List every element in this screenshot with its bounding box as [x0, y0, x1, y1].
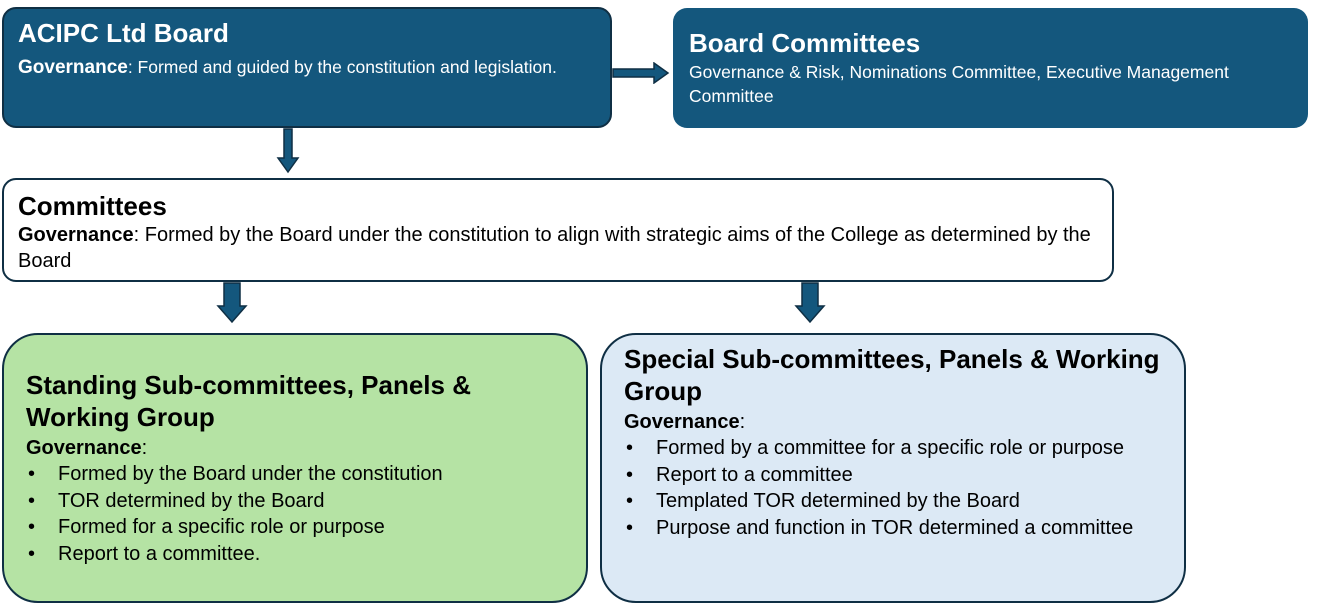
- special-title: Special Sub-committees, Panels & Working…: [624, 344, 1160, 406]
- board-gov-label: Governance: [18, 57, 128, 78]
- arrow-down-icon: [276, 128, 300, 174]
- board-box: ACIPC Ltd Board Governance: Formed and g…: [2, 7, 612, 128]
- board-gov-text: : Formed and guided by the constitution …: [127, 57, 557, 77]
- list-item-text: Report to a committee.: [58, 542, 261, 565]
- list-item-text: Formed for a specific role or purpose: [58, 516, 385, 538]
- bullet-icon: •: [626, 516, 634, 539]
- board-governance: Governance: Formed and guided by the con…: [18, 49, 596, 86]
- list-item-text: Formed by the Board under the constituti…: [58, 463, 443, 485]
- special-list: • Formed by a committee for a specific ro…: [624, 435, 1162, 541]
- list-item-text: TOR determined by the Board: [58, 489, 325, 512]
- bullet-icon: •: [626, 437, 634, 459]
- bullet-icon: •: [626, 463, 634, 486]
- list-item: • Report to a committee: [624, 462, 1162, 489]
- list-item-text: Templated TOR determined by the Board: [656, 490, 1020, 512]
- board-committees-box: Board Committees Governance & Risk, Nomi…: [673, 8, 1308, 128]
- list-item-text: Formed by a committee for a specific rol…: [656, 437, 1124, 459]
- list-item: • Report to a committee.: [26, 541, 564, 568]
- list-item-text: Report to a committee: [656, 463, 853, 486]
- standing-list: • Formed by the Board under the constitut…: [26, 461, 564, 567]
- special-gov-suffix: :: [739, 411, 746, 433]
- committees-gov-text: : Formed by the Board under the constitu…: [18, 224, 1091, 272]
- bullet-icon: •: [28, 463, 36, 485]
- list-item: • Formed by a committee for a specific ro…: [624, 435, 1162, 462]
- committees-title: Committees: [18, 191, 167, 221]
- bullet-icon: •: [626, 490, 634, 512]
- standing-title: Standing Sub-committees, Panels & Workin…: [26, 370, 471, 432]
- committees-governance: Governance: Formed by the Board under th…: [18, 222, 1098, 274]
- bullet-icon: •: [28, 542, 36, 565]
- list-item-text: Purpose and function in TOR determined a…: [656, 516, 1134, 539]
- standing-gov-label: Governance: [26, 437, 142, 459]
- board-title: ACIPC Ltd Board: [18, 18, 229, 48]
- list-item: • Purpose and function in TOR determined …: [624, 515, 1162, 542]
- list-item: • Formed for a specific role or purpose: [26, 514, 564, 541]
- arrow-down-icon: [216, 282, 248, 324]
- committees-gov-label: Governance: [18, 224, 134, 246]
- bullet-icon: •: [28, 516, 36, 538]
- standing-gov-suffix: :: [141, 437, 148, 459]
- list-item: • TOR determined by the Board: [26, 488, 564, 515]
- standing-subcommittees-box: Standing Sub-committees, Panels & Workin…: [2, 333, 588, 603]
- arrow-right-icon: [612, 62, 670, 84]
- list-item: • Templated TOR determined by the Board: [624, 488, 1162, 515]
- arrow-down-icon: [794, 282, 826, 324]
- list-item: • Formed by the Board under the constitut…: [26, 461, 564, 488]
- special-subcommittees-box: Special Sub-committees, Panels & Working…: [600, 333, 1186, 603]
- board-committees-title: Board Committees: [689, 28, 921, 58]
- bullet-icon: •: [28, 489, 36, 512]
- board-committees-text: Governance & Risk, Nominations Committee…: [689, 62, 1229, 106]
- special-gov-label: Governance: [624, 411, 740, 433]
- special-governance: Governance:: [624, 409, 1162, 435]
- committees-box: Committees Governance: Formed by the Boa…: [2, 178, 1114, 282]
- standing-governance: Governance:: [26, 435, 564, 461]
